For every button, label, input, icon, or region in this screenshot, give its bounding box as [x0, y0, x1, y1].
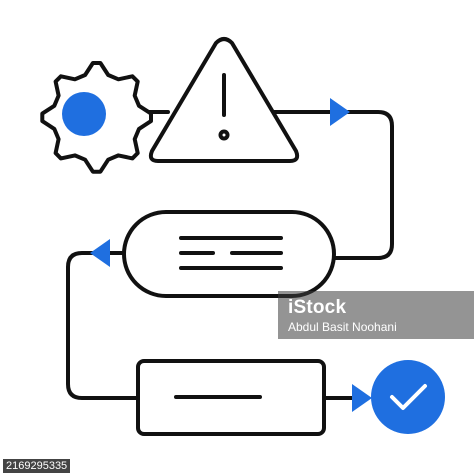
gear-center-dot — [62, 92, 106, 136]
checkmark-circle-icon — [371, 360, 445, 434]
arrowhead-right — [330, 98, 350, 126]
connector-warning-to-pill — [270, 110, 394, 260]
connector-pill-to-task — [66, 251, 140, 400]
arrowhead-left — [90, 239, 110, 267]
process-pill — [122, 210, 336, 298]
asset-id-label: 2169295335 — [3, 459, 71, 473]
pill-text-lines — [179, 236, 283, 270]
exclamation-mark — [218, 73, 230, 141]
arrowhead-to-check — [352, 384, 372, 412]
watermark-banner — [278, 291, 474, 339]
watermark-brand: iStock — [288, 297, 347, 318]
watermark-credit: Abdul Basit Noohani — [288, 320, 397, 334]
